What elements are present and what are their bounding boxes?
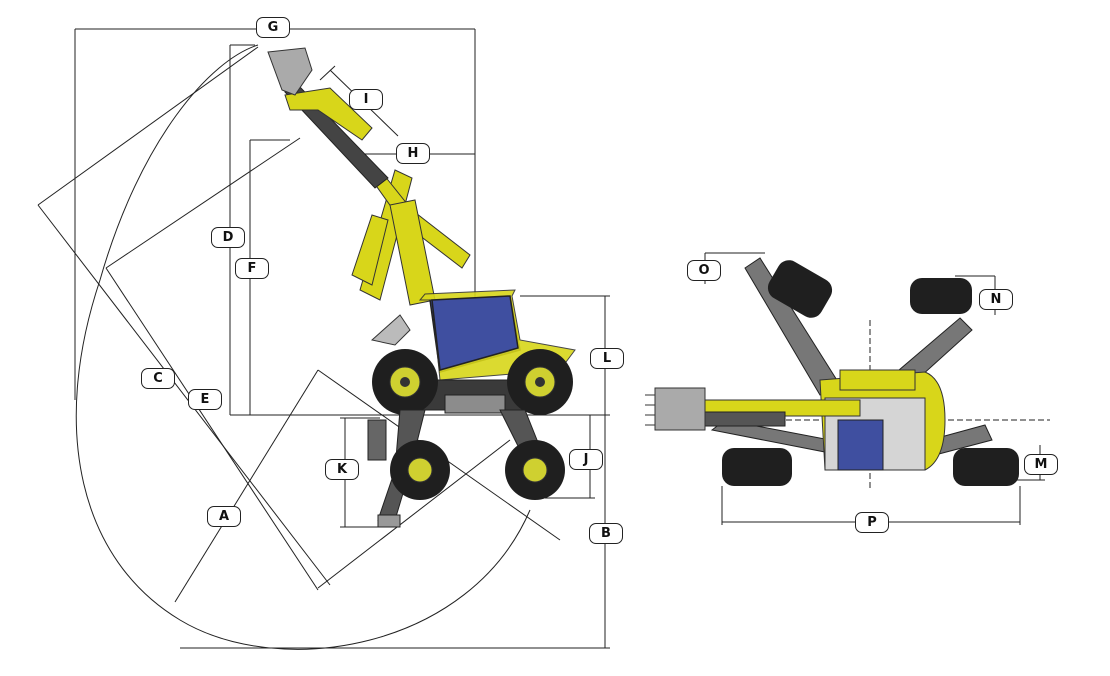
dimension-label-a: A bbox=[207, 506, 241, 527]
dimension-label-o: O bbox=[687, 260, 721, 281]
dimension-label-b: B bbox=[589, 523, 623, 544]
dimension-lines bbox=[37, 28, 1050, 650]
dimension-label-n: N bbox=[979, 289, 1013, 310]
dimension-label-k: K bbox=[325, 459, 359, 480]
excavator-side-view bbox=[267, 47, 576, 528]
dimension-label-c: C bbox=[141, 368, 175, 389]
dimension-label-l: L bbox=[590, 348, 624, 369]
dimension-label-h: H bbox=[396, 143, 430, 164]
dimension-label-i: I bbox=[349, 89, 383, 110]
dimension-label-j: J bbox=[569, 449, 603, 470]
dimension-label-g: G bbox=[256, 17, 290, 38]
dimension-label-e: E bbox=[188, 389, 222, 410]
excavator-top-view bbox=[645, 257, 1019, 486]
dimension-label-f: F bbox=[235, 258, 269, 279]
dimension-label-d: D bbox=[211, 227, 245, 248]
dimension-label-m: M bbox=[1024, 454, 1058, 475]
dimension-label-p: P bbox=[855, 512, 889, 533]
